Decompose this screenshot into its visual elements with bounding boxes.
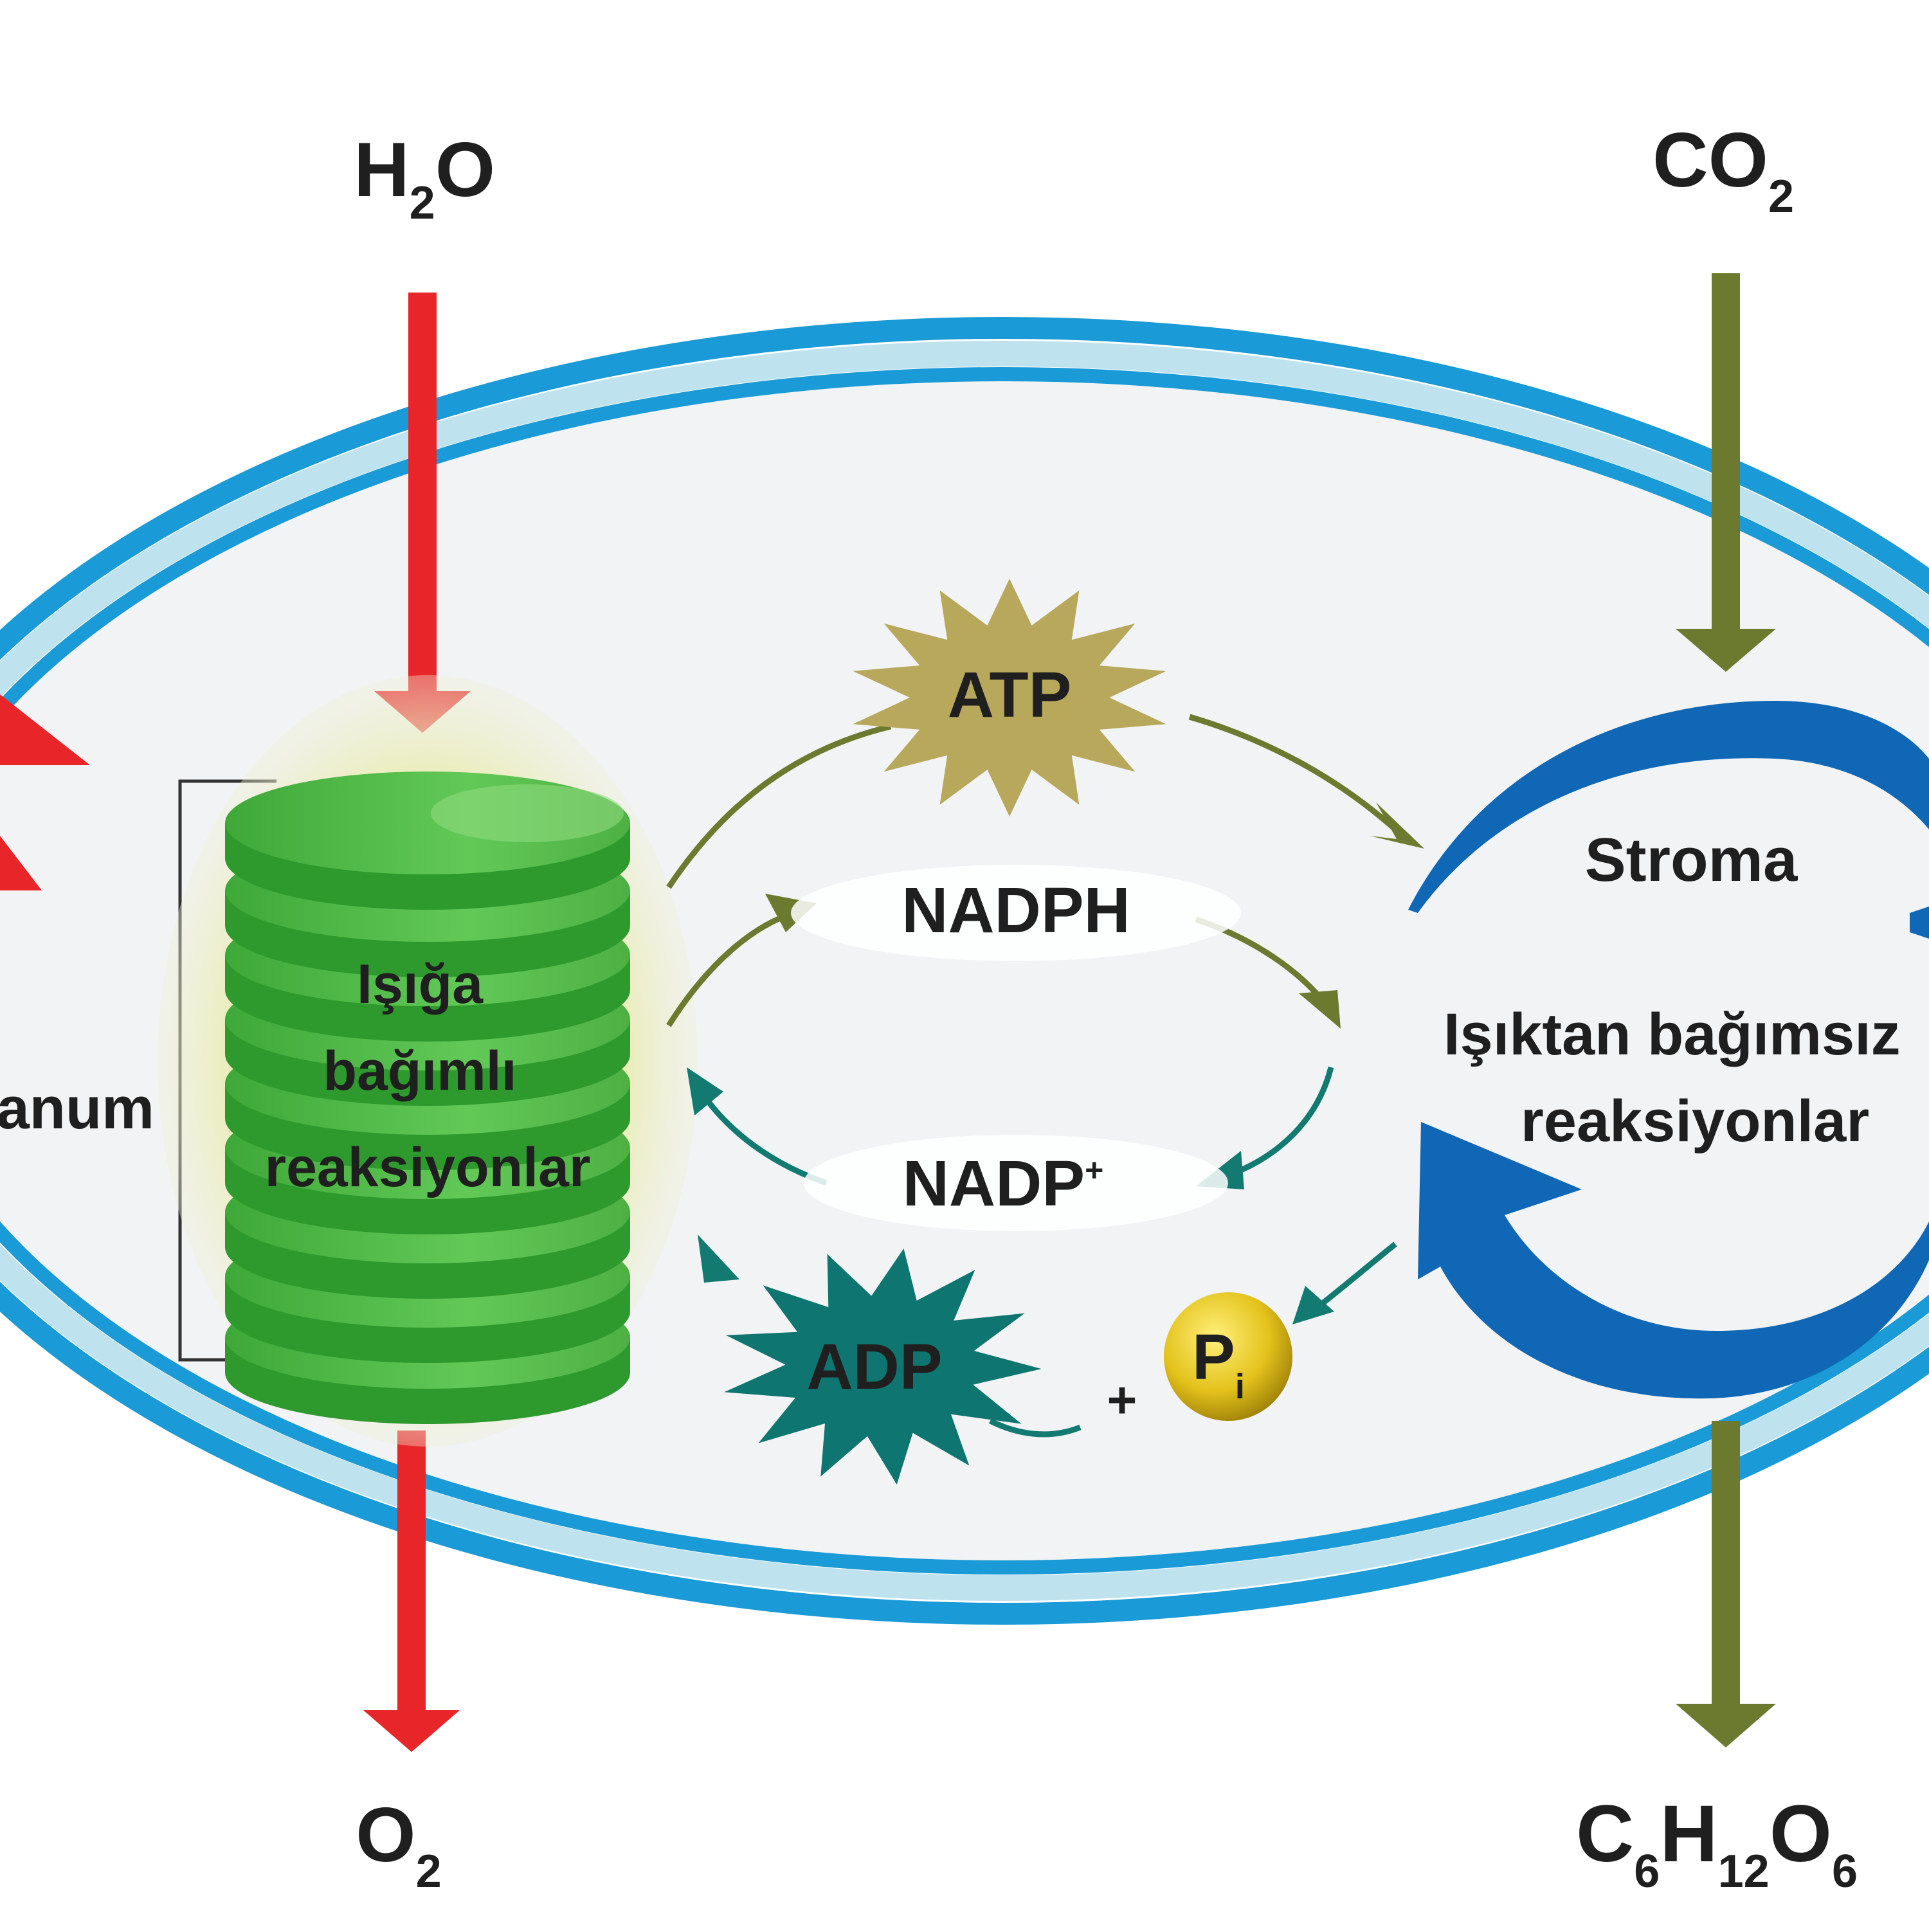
nadp-label: NADP <box>903 1148 1085 1220</box>
co2-input-arrow <box>1676 273 1776 672</box>
light-dependent-line-3: reaksiyonlar <box>265 1137 591 1198</box>
grana-highlight <box>431 784 624 842</box>
o2-label: O2 <box>356 1792 441 1897</box>
light-independent-label: Işıktan bağımsız reaksiyonlar <box>1444 1002 1917 1154</box>
phosphate-label: P <box>1192 1321 1235 1393</box>
co2-label: CO2 <box>1653 117 1794 222</box>
phosphate-molecule: Pi <box>1164 1292 1292 1421</box>
o2-output-arrow <box>363 1431 460 1752</box>
granum-label: granum <box>0 1076 154 1141</box>
glucose-label: C6H12O6 <box>1576 1789 1858 1897</box>
phosphate-subscript: i <box>1235 1366 1245 1406</box>
calvin-cycle-arrows <box>1408 701 1929 1399</box>
svg-text:Pi: Pi <box>1192 1321 1245 1406</box>
light-dependent-line-2: bağımlı <box>323 1040 517 1102</box>
nadp-superscript: + <box>1085 1152 1103 1188</box>
cropped-red-arrowheads <box>0 694 90 890</box>
light-dependent-line-1: Işığa <box>357 953 484 1015</box>
adp-label: ADP <box>806 1331 942 1403</box>
nadp-flow-arrows <box>695 1066 1397 1438</box>
grana-stack <box>158 675 698 1447</box>
atp-label: ATP <box>948 659 1072 731</box>
plus-sign: + <box>1107 1371 1137 1429</box>
stroma-label: Stroma <box>1585 826 1798 894</box>
nadph-label: NADPH <box>901 874 1130 946</box>
light-independent-line-1: Işıktan bağımsız <box>1444 1002 1901 1067</box>
light-dependent-label: Işığa bağımlı reaksiyonlar <box>265 953 591 1198</box>
atp-molecule: ATP <box>853 579 1166 817</box>
atp-flow-arrows <box>666 714 1397 1027</box>
svg-text:NADP+: NADP+ <box>903 1148 1104 1220</box>
nadph-molecule: NADPH <box>791 865 1241 961</box>
h2o-label: H2O <box>354 127 495 229</box>
nadp-molecule: NADP+ <box>804 1135 1228 1231</box>
adp-molecule: ADP <box>724 1248 1042 1485</box>
light-independent-line-2: reaksiyonlar <box>1521 1088 1869 1154</box>
glucose-output-arrow <box>1676 1421 1776 1747</box>
